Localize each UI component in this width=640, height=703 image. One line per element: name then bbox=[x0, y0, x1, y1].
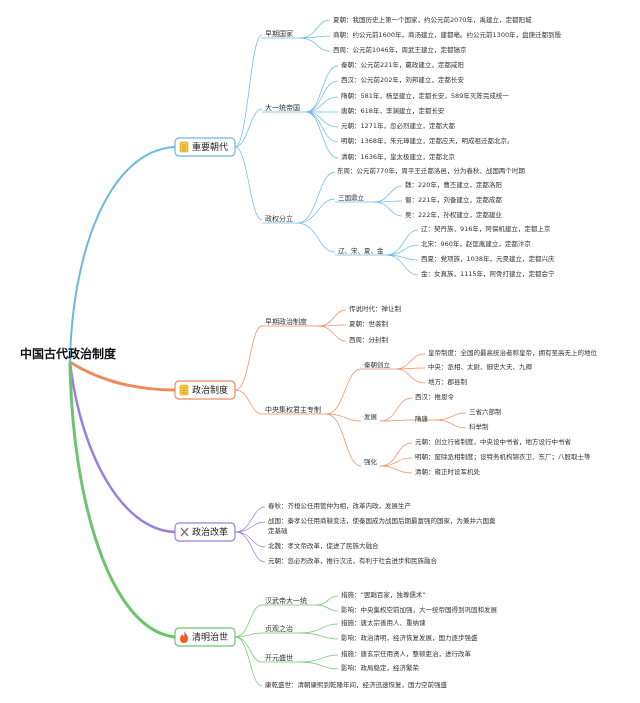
leaf-ming: 明朝：1368年，朱元璋建立，定都应天，明成祖迁都北京。 bbox=[341, 136, 514, 145]
node-early-politics: 早期政治制度 bbox=[265, 317, 307, 326]
node-zhenguan: 贞观之治 bbox=[265, 624, 293, 633]
leaf-tang: 唐朝：618年，李渊建立，定都长安 bbox=[341, 106, 445, 115]
leaf-wei: 魏：220年，曹丕建立，定都洛阳 bbox=[405, 180, 502, 189]
leaf-han-measure: 措施：“罢黜百家，独尊儒术” bbox=[341, 590, 426, 599]
main-trunks bbox=[68, 146, 176, 639]
branch-reforms-label: 政治改革 bbox=[192, 526, 228, 538]
node-three-kingdoms: 三国鼎立 bbox=[338, 193, 365, 202]
leaf-spring-autumn-reform: 春秋：齐桓公任用管仲为相，改革内政，发展生产 bbox=[268, 501, 412, 510]
leaf-wu: 吴：222年，孙权建立，定都建业 bbox=[405, 210, 502, 219]
node-kaiyuan: 开元盛世 bbox=[265, 653, 293, 662]
leaf-western-xia: 西夏：党项族，1038年，元昊建立，定都兴庆 bbox=[421, 254, 555, 263]
node-qin-founded: 秦朝创立 bbox=[364, 360, 391, 369]
leaf-liao: 辽：契丹族，916年，阿保机建立，定都上京 bbox=[421, 224, 551, 233]
root-title: 中国古代政治制度 bbox=[20, 346, 117, 361]
leaf-yuan: 元朝：1271年，忽必烈建立，定都大都 bbox=[341, 121, 456, 130]
leaf-zhenguan-measure: 措施：唐太宗善用人、重纳谏 bbox=[341, 618, 426, 627]
leaf-warring-states-reform-cont: 定基础 bbox=[268, 526, 288, 535]
node-early-states: 早期国家 bbox=[265, 29, 293, 38]
node-liao-song-xia-jin: 辽、宋、夏、金 bbox=[338, 246, 384, 255]
leaf-northern-wei-reform: 北魏：孝文帝改革，促进了民族大融合 bbox=[268, 541, 379, 550]
leaf-shu: 蜀：221年，刘备建立，定都成都 bbox=[405, 195, 502, 204]
leaf-abdication: 传说时代：禅让制 bbox=[349, 304, 402, 313]
leaf-eastern-zhou: 东周：公元前770年，周平王迁都洛邑，分为春秋、战国两个时期 bbox=[337, 166, 525, 175]
leaf-qing-council: 清朝：雍正时设军机处 bbox=[415, 467, 481, 476]
leaf-northern-song: 北宋：960年，赵匡胤建立，定都汴京 bbox=[421, 239, 531, 248]
scroll-icon bbox=[179, 384, 189, 396]
branch-reforms[interactable]: 政治改革 bbox=[174, 522, 236, 542]
leaf-warring-states-reform: 战国：秦孝公任用商鞅变法，使秦国成为战国后期最富强的国家，为兼并六国奠 bbox=[268, 516, 496, 525]
politics-connectors bbox=[234, 309, 467, 474]
leaf-western-zhou: 西周：公元前1046年，周武王建立，定都镐京 bbox=[333, 45, 467, 54]
leaf-kangqian: 康乾盛世：清朝康熙到乾隆年间，经济迅速恢复，国力空前强盛 bbox=[265, 680, 448, 689]
node-strengthen: 强化 bbox=[364, 457, 378, 466]
leaf-kaiyuan-impact: 影响：政局稳定，经济繁荣 bbox=[341, 663, 420, 672]
branch-dynasties[interactable]: 重要朝代 bbox=[174, 137, 236, 157]
branch-governance[interactable]: 清明治世 bbox=[174, 627, 236, 647]
leaf-western-han-edict: 西汉：推恩令 bbox=[415, 392, 455, 401]
leaf-imperial-exam: 科举制 bbox=[469, 422, 489, 431]
leaf-qin: 秦朝：公元前221年，嬴政建立，定都咸阳 bbox=[341, 60, 464, 69]
leaf-ming-abolish: 明朝：废除丞相制度；设特务机构锦衣卫、东厂；八股取士等 bbox=[415, 452, 591, 461]
node-divided-regimes: 政权分立 bbox=[265, 214, 293, 223]
leaf-prefecture-county: 地方：郡县制 bbox=[428, 377, 468, 386]
leaf-shang: 商朝：约公元前1600年，商汤建立，建都亳。约公元前1300年，盘庚迁都到殷 bbox=[333, 30, 562, 39]
reforms-connectors bbox=[234, 506, 266, 563]
leaf-qing: 清朝：1636年，皇太极建立，定都北京 bbox=[341, 152, 456, 161]
leaf-central-offices: 中央：丞相、太尉、御史大夫、九卿 bbox=[428, 362, 533, 371]
leaf-three-departments: 三省六部制 bbox=[469, 407, 502, 416]
flame-icon bbox=[180, 631, 188, 643]
node-han-wudi: 汉武帝大一统 bbox=[265, 596, 307, 605]
leaf-yuan-reform: 元朝：忽必烈改革，推行汉法，有利于社会进步和民族融合 bbox=[268, 556, 438, 565]
dynasties-connectors bbox=[234, 19, 419, 276]
node-development: 发展 bbox=[364, 412, 378, 421]
leaf-kaiyuan-measure: 措施：唐玄宗任用贤人，整顿吏治，进行改革 bbox=[341, 649, 472, 658]
leaf-enfeoffment: 西周：分封制 bbox=[349, 335, 389, 344]
leaf-xia: 夏朝：我国历史上第一个国家，约公元前2070年，禹建立，定都阳城 bbox=[333, 15, 532, 24]
leaf-hereditary: 夏朝：世袭制 bbox=[349, 319, 389, 328]
branch-dynasties-label: 重要朝代 bbox=[192, 141, 228, 153]
leaf-yuan-province: 元朝：创立行省制度，中央设中书省，地方设行中书省 bbox=[415, 437, 572, 446]
node-sui-tang: 隋唐 bbox=[415, 414, 429, 423]
leaf-han-impact: 影响：中央集权空前加强，大一统帝国得到巩固和发展 bbox=[341, 605, 498, 614]
tools-icon bbox=[180, 527, 189, 537]
node-centralized-autocracy: 中央集权君主专制 bbox=[265, 405, 321, 414]
branch-governance-label: 清明治世 bbox=[192, 631, 228, 643]
leaf-jin: 金：女真族，1115年，阿骨打建立，定都会宁 bbox=[421, 269, 555, 278]
leaf-emperor-system: 皇帝制度：全国的最高统治者称皇帝，拥有至高无上的地位 bbox=[428, 348, 598, 357]
branch-politics-label: 政治制度 bbox=[192, 384, 228, 396]
governance-connectors bbox=[234, 595, 339, 687]
leaf-western-han: 西汉：公元前202年，刘邦建立，定都长安 bbox=[341, 75, 464, 84]
leaf-zhenguan-impact: 影响：政治清明，经济恢复发展，国力逐步强盛 bbox=[341, 633, 478, 642]
scroll-icon bbox=[179, 141, 189, 153]
branch-politics[interactable]: 政治制度 bbox=[174, 380, 236, 400]
leaf-sui: 隋朝：581年，杨坚建立，定都长安，589年灭陈完成统一 bbox=[341, 91, 509, 100]
node-unified-empires: 大一统帝国 bbox=[265, 103, 300, 112]
